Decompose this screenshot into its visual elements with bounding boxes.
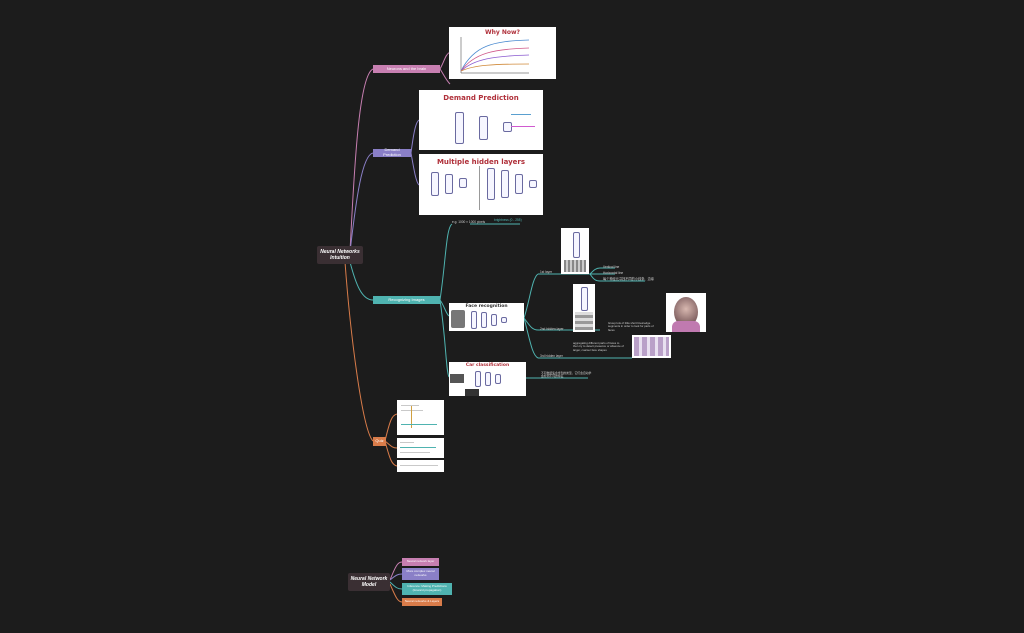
note-brightness: brightness (0 - 255) bbox=[494, 218, 522, 222]
answer-line bbox=[401, 424, 437, 425]
first-layer-image[interactable] bbox=[561, 228, 589, 274]
branch-recognizing-images[interactable]: Recognizing Images bbox=[373, 296, 440, 304]
text-line bbox=[400, 442, 414, 443]
second-layer-label: 2nd hidden layer bbox=[540, 327, 564, 331]
layer-block bbox=[581, 287, 588, 311]
layer-block bbox=[445, 174, 453, 194]
why-now-title: Why Now? bbox=[484, 29, 521, 36]
answer-line bbox=[400, 447, 436, 448]
edge-features bbox=[564, 260, 586, 272]
layer-block bbox=[503, 122, 512, 132]
layer-block bbox=[487, 168, 495, 200]
annotation-line bbox=[511, 126, 535, 127]
layer-block bbox=[455, 112, 464, 144]
horizontal-line-label: Horizontal line bbox=[603, 271, 624, 275]
demand-prediction-image[interactable]: Demand Prediction bbox=[419, 90, 543, 150]
map2-item-layers[interactable]: Neural networks & Layers bbox=[402, 598, 442, 606]
quiz-image-1[interactable] bbox=[397, 400, 444, 435]
why-now-image[interactable]: Why Now? bbox=[449, 27, 556, 79]
text-line bbox=[400, 452, 430, 453]
branch-demand-prediction[interactable]: Demand Prediction bbox=[373, 147, 411, 157]
text-line bbox=[401, 410, 423, 411]
quiz-image-3[interactable] bbox=[397, 460, 444, 472]
car-classification-title: Car classification bbox=[465, 363, 510, 368]
car-photo bbox=[465, 389, 479, 396]
layer-block bbox=[485, 372, 491, 386]
multiple-hidden-layers-image[interactable]: Multiple hidden layers bbox=[419, 154, 543, 215]
layer-block bbox=[529, 180, 537, 188]
second-layer-image[interactable] bbox=[573, 284, 595, 332]
third-layer-image[interactable] bbox=[632, 335, 671, 358]
map2-item-complex[interactable]: More complex neural networks bbox=[402, 568, 439, 580]
layer-block bbox=[475, 371, 481, 387]
face-photo bbox=[451, 310, 465, 328]
shoulders bbox=[672, 321, 700, 332]
why-now-curves bbox=[460, 37, 530, 74]
car-note: 不同数据集会学到的类型，它们会自动学会检测不同的特征 bbox=[541, 371, 592, 379]
layer-block bbox=[481, 312, 487, 328]
layer-block bbox=[573, 232, 580, 258]
second-layer-desc: Group lots of little short lines/edge se… bbox=[608, 321, 654, 332]
layer-block bbox=[501, 170, 509, 198]
divider bbox=[479, 166, 480, 210]
branch-neurons-and-brain[interactable]: Neurons and the brain bbox=[373, 65, 440, 73]
layer-block bbox=[491, 314, 497, 326]
annotation-line bbox=[511, 114, 531, 115]
layer-block bbox=[471, 311, 477, 329]
third-layer-desc: aggregating different parts of faces to … bbox=[573, 341, 624, 352]
text-line bbox=[400, 465, 438, 466]
face-shape-features bbox=[634, 337, 669, 356]
third-layer-label: 3rd hidden layer bbox=[540, 354, 563, 358]
map2-item-inference[interactable]: Inference: Making Predictions (forward p… bbox=[402, 583, 452, 595]
diagram-line bbox=[411, 406, 412, 428]
face-recognition-image[interactable]: Face recognition bbox=[449, 303, 524, 331]
text-line bbox=[401, 405, 419, 406]
face-recognition-title: Face recognition bbox=[465, 304, 508, 309]
multiple-hidden-layers-title: Multiple hidden layers bbox=[436, 158, 526, 166]
layer-block bbox=[479, 116, 488, 140]
feature-note: 每个神经元寻找不同的小线条、边缘 bbox=[603, 277, 654, 281]
note-pixels: e.g. 1000 × 1000 pixels bbox=[452, 220, 486, 224]
layer-block bbox=[459, 178, 467, 188]
map2-item-layer[interactable]: Neural network layer bbox=[402, 558, 439, 566]
demand-prediction-title: Demand Prediction bbox=[443, 94, 519, 102]
layer-block bbox=[501, 317, 507, 323]
root-node-neural-networks-intuition[interactable]: Neural Networks Intuition bbox=[317, 246, 363, 264]
car-classification-image[interactable]: Car classification bbox=[449, 362, 526, 396]
vertical-line-label: Vertical line bbox=[603, 265, 620, 269]
first-layer-label: 1st layer bbox=[540, 270, 553, 274]
face-part-features bbox=[575, 312, 593, 330]
face-photo-large[interactable] bbox=[666, 293, 706, 332]
layer-block bbox=[495, 374, 501, 384]
quiz-image-2[interactable] bbox=[397, 438, 444, 458]
layer-block bbox=[431, 172, 439, 196]
branch-quiz[interactable]: Quiz bbox=[373, 437, 386, 446]
root-node-neural-network-model[interactable]: Neural Network Model bbox=[348, 573, 390, 591]
layer-block bbox=[515, 174, 523, 194]
car-photo bbox=[450, 374, 464, 383]
